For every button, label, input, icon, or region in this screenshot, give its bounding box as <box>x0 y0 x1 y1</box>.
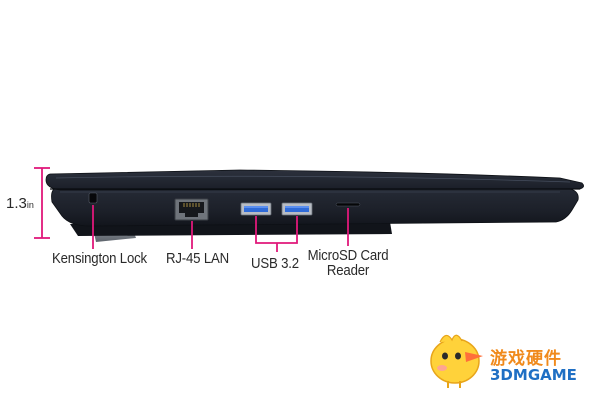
label-microsd-line2: Reader <box>326 262 370 279</box>
height-dimension-unit: in <box>26 200 34 210</box>
height-dimension-value: 1.3in <box>6 195 34 213</box>
watermark-en-text: 3DMGAME <box>490 366 577 384</box>
kensington-lock-slot <box>88 192 98 204</box>
usb-port-2 <box>281 202 313 216</box>
label-usb-3-2: USB 3.2 <box>251 255 299 272</box>
microsd-slot <box>335 202 361 207</box>
label-rj45-lan: RJ-45 LAN <box>166 250 229 267</box>
rj45-port <box>174 198 209 221</box>
watermark-cn-text: 游戏硬件 <box>490 349 562 369</box>
label-kensington-lock: Kensington Lock <box>52 250 147 267</box>
watermark-mascot <box>430 334 483 388</box>
callout-usb <box>255 216 298 252</box>
height-dimension-marker <box>34 167 50 239</box>
height-dimension-number: 1.3 <box>6 195 27 212</box>
laptop-lid <box>45 169 584 191</box>
laptop-base <box>51 187 579 227</box>
label-microsd-reader: MicroSD Card Reader <box>304 248 392 278</box>
usb-port-1 <box>240 202 272 216</box>
label-microsd-line1: MicroSD Card <box>307 247 389 264</box>
